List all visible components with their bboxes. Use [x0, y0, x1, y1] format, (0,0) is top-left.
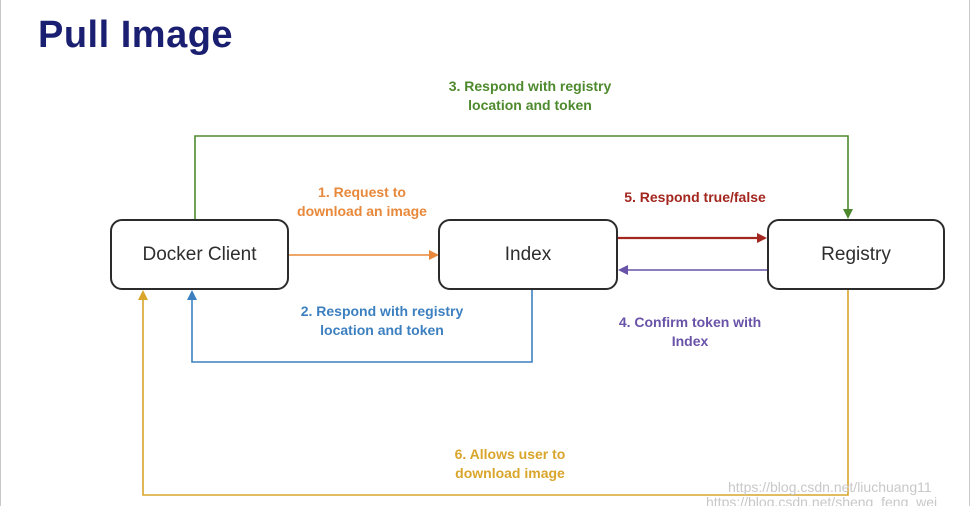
label-step-3: 3. Respond with registry location and to… — [448, 78, 612, 113]
arrow-step-2 — [187, 290, 533, 363]
arrow-step-6 — [138, 290, 849, 496]
arrow-step-3 — [194, 135, 853, 219]
label-step-2: 2. Respond with registry location and to… — [300, 303, 464, 338]
node-docker-client-label: Docker Client — [142, 243, 257, 265]
node-docker-client: Docker Client — [110, 219, 289, 290]
label-step-1: 1. Request to download an image — [297, 184, 427, 219]
watermark-line-1: https://blog.csdn.net/liuchuang11 — [728, 479, 932, 495]
label-step-5: 5. Respond true/false — [624, 189, 766, 205]
node-index: Index — [438, 219, 618, 290]
node-index-label: Index — [504, 243, 552, 265]
page-title: Pull Image — [38, 14, 234, 56]
label-step-4: 4. Confirm token with Index — [618, 314, 762, 349]
label-step-6: 6. Allows user to download image — [454, 446, 566, 481]
node-registry-label: Registry — [821, 243, 891, 265]
node-registry: Registry — [767, 219, 945, 290]
watermark-line-2: https://blog.csdn.net/sheng_feng_wei — [706, 495, 938, 506]
